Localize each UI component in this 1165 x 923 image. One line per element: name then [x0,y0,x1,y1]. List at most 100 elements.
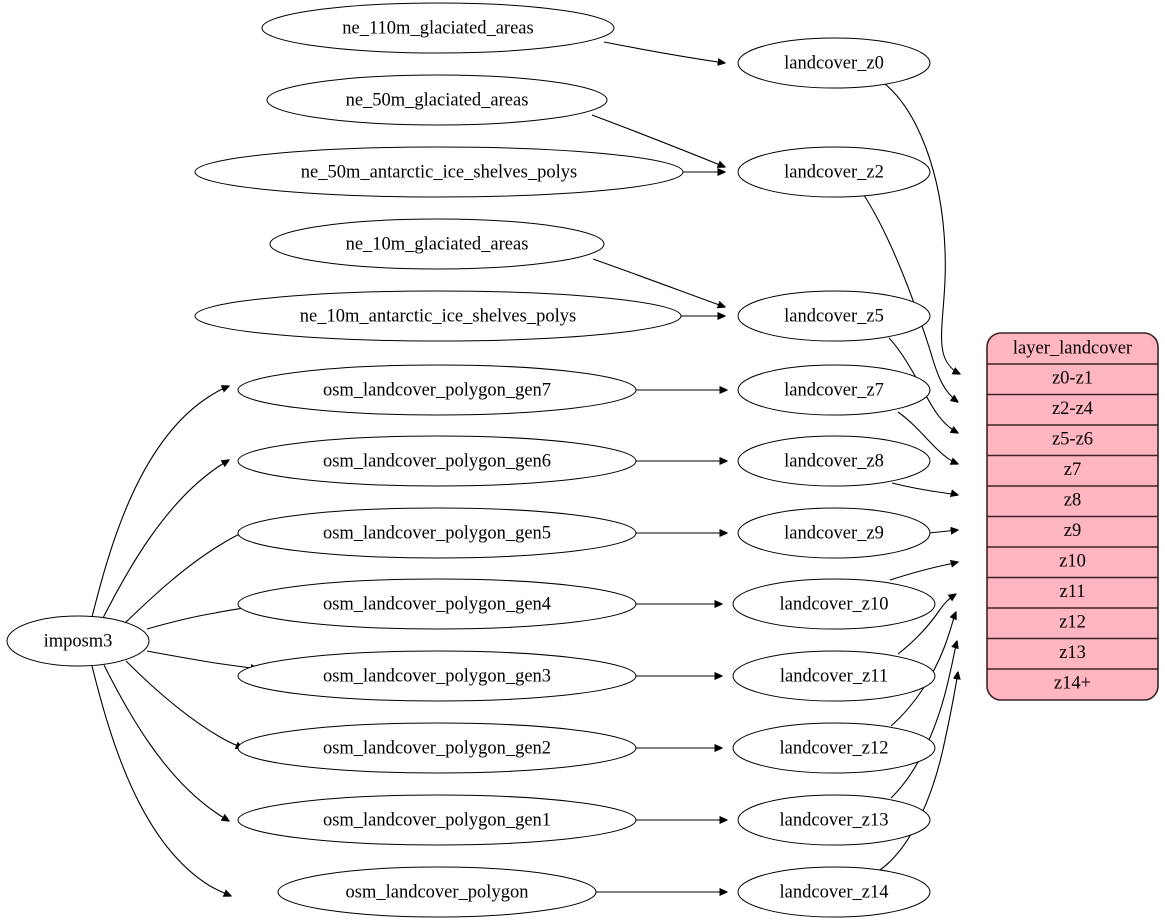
edge-z5-to-row-z5z6 [888,337,958,433]
table-row-z7[interactable]: z7 [1064,460,1081,480]
node-label: ne_50m_glaciated_areas [346,90,529,110]
node-ellipse[interactable] [737,866,931,918]
node-label: osm_landcover_polygon_gen5 [323,523,551,543]
node-osm_landcover_polygon_gen4[interactable]: osm_landcover_polygon_gen4 [237,578,637,630]
node-ellipse[interactable] [237,364,637,416]
edges-layer [91,41,960,896]
node-label: ne_110m_glaciated_areas [342,18,533,38]
node-ellipse[interactable] [237,435,637,487]
node-ellipse[interactable] [737,364,931,416]
edge-imposm3-to-gen7 [91,386,229,618]
node-label: landcover_z5 [784,306,884,326]
edge-z2-to-row-z2z4 [861,191,958,402]
node-ne_110m_glaciated_areas[interactable]: ne_110m_glaciated_areas [261,2,615,54]
table-row-z12[interactable]: z12 [1059,612,1086,632]
node-label: landcover_z8 [784,451,884,471]
node-label: ne_50m_antarctic_ice_shelves_polys [301,162,577,182]
node-label: osm_landcover_polygon_gen4 [323,594,551,614]
node-osm_landcover_polygon_gen3[interactable]: osm_landcover_polygon_gen3 [237,650,637,702]
node-osm_landcover_polygon_gen6[interactable]: osm_landcover_polygon_gen6 [237,435,637,487]
node-landcover_z13[interactable]: landcover_z13 [737,794,931,846]
node-ellipse[interactable] [261,2,615,54]
node-landcover_z9[interactable]: landcover_z9 [737,507,931,559]
node-ellipse[interactable] [732,650,936,702]
node-landcover_z7[interactable]: landcover_z7 [737,364,931,416]
node-ellipse[interactable] [237,794,637,846]
node-landcover_z10[interactable]: landcover_z10 [732,578,936,630]
node-ellipse[interactable] [277,866,597,918]
edge-imposm3-to-gen2 [125,660,243,748]
node-label: osm_landcover_polygon_gen7 [323,380,551,400]
edge-z11-to-row-z11 [897,594,956,655]
node-ne_10m_glaciated_areas[interactable]: ne_10m_glaciated_areas [269,218,605,270]
node-label: landcover_z13 [780,810,889,830]
edge-ne10m-glaciated-to-z5 [592,258,725,307]
node-osm_landcover_polygon_gen7[interactable]: osm_landcover_polygon_gen7 [237,364,637,416]
edge-imposm3-to-gen5 [124,531,246,624]
edge-z10-to-row-z10 [889,562,958,581]
edge-z7-to-row-z7 [897,411,958,464]
node-ellipse[interactable] [194,146,684,198]
node-osm_landcover_polygon_gen1[interactable]: osm_landcover_polygon_gen1 [237,794,637,846]
table-row-z9[interactable]: z9 [1064,521,1081,541]
edge-z12-to-row-z12 [890,612,956,727]
node-label: landcover_z14 [780,882,889,902]
node-ellipse[interactable] [237,722,637,774]
node-label: landcover_z9 [784,523,884,543]
node-osm_landcover_polygon_gen5[interactable]: osm_landcover_polygon_gen5 [237,507,637,559]
edge-ne50m-glaciated-to-z2 [591,114,725,167]
node-label: osm_landcover_polygon_gen1 [323,810,551,830]
table-row-z14plus[interactable]: z14+ [1054,673,1091,693]
edge-z9-to-row-z9 [928,530,958,533]
edge-z0-to-row-z0z1 [884,83,960,374]
node-imposm3[interactable]: imposm3 [6,615,150,667]
node-label: landcover_z2 [784,162,884,182]
node-landcover_z11[interactable]: landcover_z11 [732,650,936,702]
node-landcover_z0[interactable]: landcover_z0 [737,37,931,89]
node-ne_50m_glaciated_areas[interactable]: ne_50m_glaciated_areas [266,74,608,126]
node-ellipse[interactable] [194,290,682,342]
node-ellipse[interactable] [266,74,608,126]
node-ellipse[interactable] [737,794,931,846]
node-ellipse[interactable] [732,578,936,630]
node-ne_10m_antarctic_ice_shelves_polys[interactable]: ne_10m_antarctic_ice_shelves_polys [194,290,682,342]
edge-imposm3-to-polygon [91,665,231,896]
node-osm_landcover_polygon_gen2[interactable]: osm_landcover_polygon_gen2 [237,722,637,774]
node-landcover_z5[interactable]: landcover_z5 [737,290,931,342]
node-ellipse[interactable] [269,218,605,270]
table-header-label: layer_landcover [1013,338,1132,358]
node-ellipse[interactable] [237,650,637,702]
edge-imposm3-to-gen6 [102,460,229,619]
node-ne_50m_antarctic_ice_shelves_polys[interactable]: ne_50m_antarctic_ice_shelves_polys [194,146,684,198]
node-label: ne_10m_antarctic_ice_shelves_polys [300,306,576,326]
table-row-z13[interactable]: z13 [1059,643,1086,663]
table-row-z10[interactable]: z10 [1059,551,1086,571]
node-landcover_z8[interactable]: landcover_z8 [737,435,931,487]
node-landcover_z12[interactable]: landcover_z12 [732,722,936,774]
node-ellipse[interactable] [732,722,936,774]
edge-z14-to-row-z14plus [879,672,958,871]
node-ellipse[interactable] [237,507,637,559]
node-landcover_z14[interactable]: landcover_z14 [737,866,931,918]
table-row-z5-z6[interactable]: z5-z6 [1052,429,1093,449]
node-ellipse[interactable] [737,37,931,89]
node-ellipse[interactable] [737,435,931,487]
table-row-z2-z4[interactable]: z2-z4 [1052,399,1093,419]
edge-imposm3-to-gen1 [103,664,229,821]
node-label: landcover_z0 [784,53,884,73]
node-label: ne_10m_glaciated_areas [346,234,529,254]
node-ellipse[interactable] [737,507,931,559]
node-label: landcover_z10 [780,594,889,614]
node-label: osm_landcover_polygon_gen6 [323,451,551,471]
node-label: osm_landcover_polygon_gen3 [323,666,551,686]
layer-landcover-table[interactable]: layer_landcover z0-z1 z2-z4 z5-z6 z7 z8 … [986,332,1159,701]
node-landcover_z2[interactable]: landcover_z2 [737,146,931,198]
node-osm_landcover_polygon[interactable]: osm_landcover_polygon [277,866,597,918]
node-ellipse[interactable] [737,146,931,198]
table-row-z11[interactable]: z11 [1059,582,1085,602]
table-row-z8[interactable]: z8 [1064,490,1081,510]
node-ellipse[interactable] [6,615,150,667]
node-ellipse[interactable] [237,578,637,630]
table-row-z0-z1[interactable]: z0-z1 [1052,368,1093,388]
node-ellipse[interactable] [737,290,931,342]
